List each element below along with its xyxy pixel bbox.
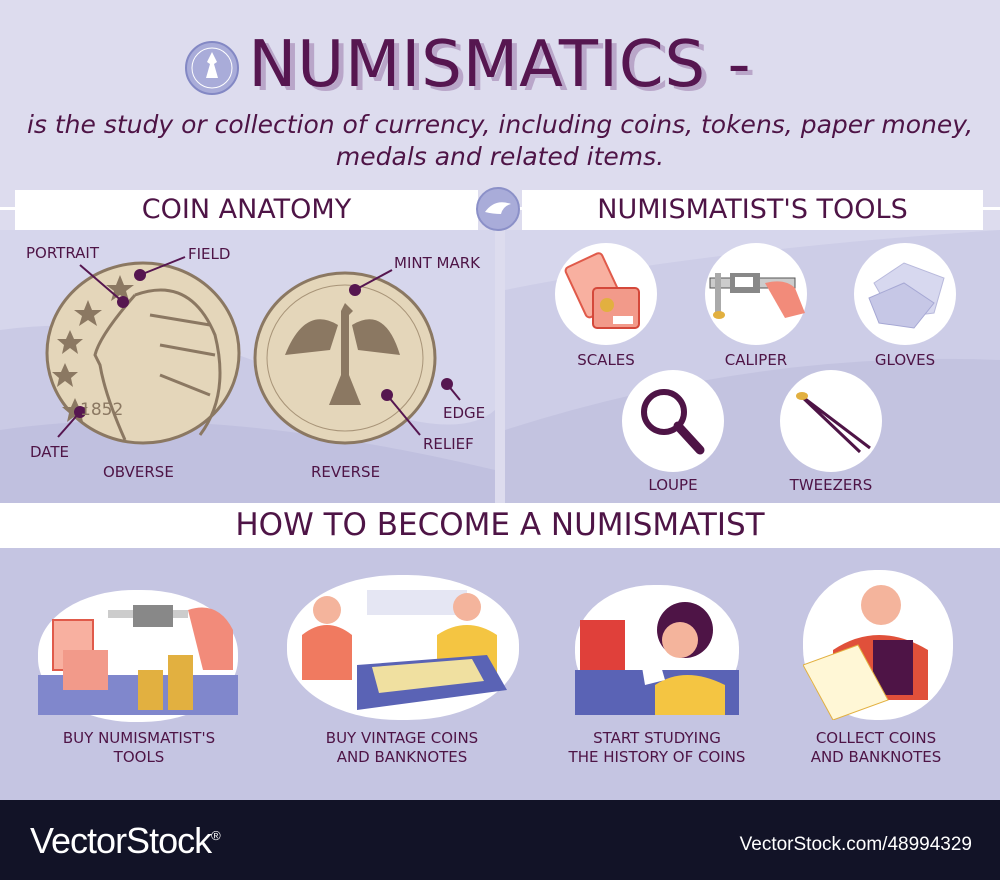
- tweezers-icon: [780, 370, 882, 472]
- step-1-line1: BUY NUMISMATIST'S: [62, 729, 216, 747]
- tool-label-gloves: GLOVES: [874, 351, 936, 369]
- coin-diagram: [45, 256, 461, 445]
- footer-logo: VectorStock®: [30, 820, 221, 862]
- label-reverse: REVERSE: [311, 463, 381, 481]
- step-illustration-study: [575, 585, 739, 715]
- label-field: FIELD: [188, 245, 231, 263]
- tool-label-tweezers: TWEEZERS: [789, 476, 873, 494]
- center-coin-icon: [476, 187, 520, 231]
- coin-anatomy-heading: COIN ANATOMY: [15, 190, 478, 230]
- tool-label-caliper: CALIPER: [724, 351, 788, 369]
- tools-heading: NUMISMATIST'S TOOLS: [522, 190, 983, 230]
- step-4-line2: AND BANKNOTES: [810, 748, 942, 766]
- subtitle-line-1: is the study or collection of currency, …: [26, 110, 974, 139]
- coin-logo-icon: [185, 41, 239, 95]
- label-relief: RELIEF: [423, 435, 474, 453]
- tool-label-scales: SCALES: [577, 351, 635, 369]
- label-obverse: OBVERSE: [103, 463, 174, 481]
- logo-text: VectorStock: [30, 820, 212, 861]
- coin-year: 1852: [80, 400, 124, 420]
- caliper-icon: [705, 243, 807, 345]
- label-portrait: PORTRAIT: [26, 244, 100, 262]
- scales-icon: [555, 243, 657, 345]
- subtitle-line-2: medals and related items.: [335, 142, 665, 171]
- loupe-icon: [622, 370, 724, 472]
- step-3-line2: THE HISTORY OF COINS: [568, 748, 746, 766]
- tool-label-loupe: LOUPE: [648, 476, 698, 494]
- label-date: DATE: [30, 443, 70, 461]
- step-illustration-collect: [802, 570, 953, 721]
- gloves-icon: [854, 243, 956, 345]
- step-2-line1: BUY VINTAGE COINS: [325, 729, 479, 747]
- footer: VectorStock® VectorStock.com/48994329: [0, 800, 1000, 880]
- step-2-line2: AND BANKNOTES: [336, 748, 468, 766]
- steps-heading: HOW TO BECOME A NUMISMATIST: [0, 503, 1000, 548]
- step-1-line2: TOOLS: [113, 748, 165, 766]
- page-title: NUMISMATICS -: [248, 28, 752, 102]
- label-mint-mark: MINT MARK: [394, 254, 480, 272]
- reverse-coin: [253, 271, 437, 445]
- label-edge: EDGE: [443, 404, 486, 422]
- step-3-line1: START STUDYING: [593, 729, 721, 747]
- step-4-line1: COLLECT COINS: [815, 729, 937, 747]
- footer-id: VectorStock.com/48994329: [739, 834, 972, 855]
- step-illustration-tools: [38, 590, 238, 722]
- logo-mark: ®: [211, 828, 221, 843]
- step-illustration-buy: [287, 575, 519, 720]
